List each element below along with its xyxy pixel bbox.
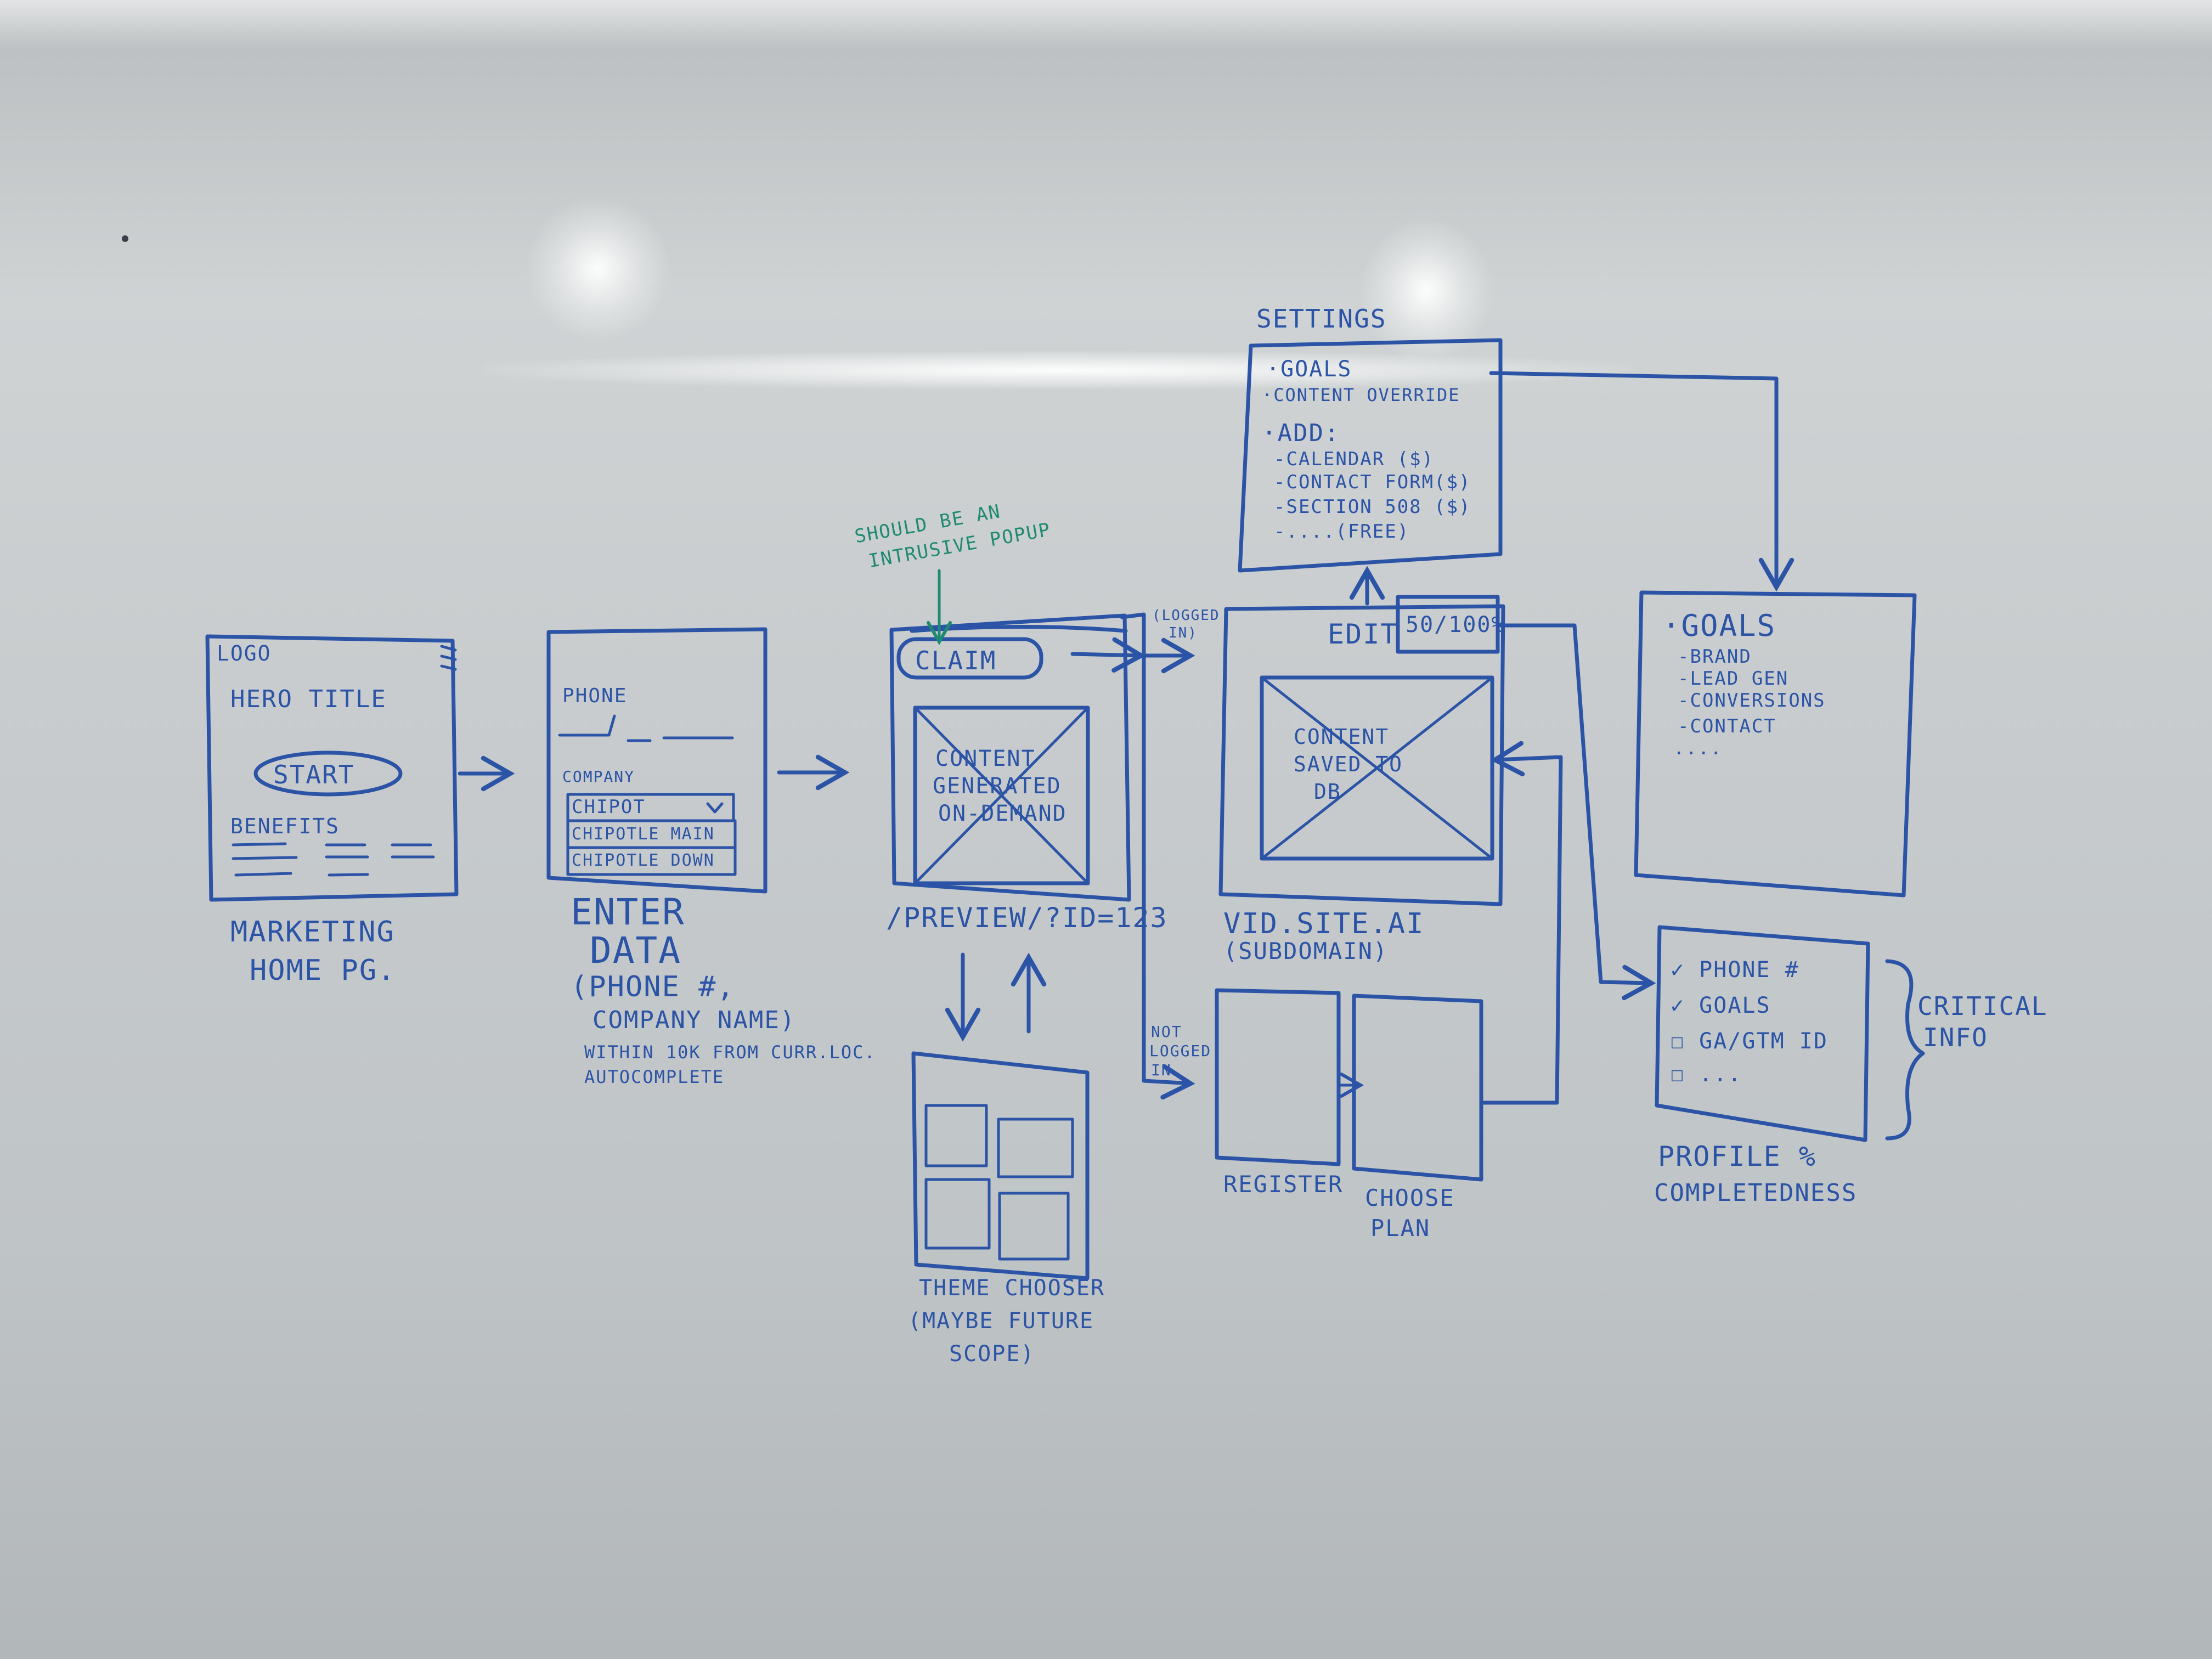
profile-wireframe (1655, 925, 1925, 1142)
goals-more: .... (1673, 737, 1723, 759)
arrow-not-logged-in (1120, 612, 1195, 1100)
edit-label: EDIT (1328, 618, 1398, 650)
phone-label: PHONE (562, 685, 628, 707)
enter-data-caption-4: COMPANY NAME) (592, 1006, 796, 1034)
goals-lead-gen: -LEAD GEN (1678, 668, 1789, 690)
site-content-1: CONTENT (1294, 725, 1390, 749)
logo-label: LOGO (217, 641, 272, 665)
top-reflection (0, 0, 2212, 49)
critical-info-brace (1885, 959, 1925, 1141)
marketing-caption-2: HOME PG. (250, 954, 396, 987)
goals-title: ·GOALS (1662, 608, 1776, 643)
critical-info-label-1: CRITICAL (1917, 991, 2048, 1021)
register-wireframe (1215, 988, 1341, 1166)
settings-contact-form: -CONTACT FORM($) (1274, 471, 1471, 493)
site-content-2: SAVED TO (1294, 752, 1403, 776)
settings-free: -....(FREE) (1274, 521, 1410, 543)
claim-label: CLAIM (915, 646, 997, 675)
not-logged-in-label-3: IN (1151, 1061, 1172, 1079)
theme-chooser-caption-2: (MAYBE FUTURE (908, 1308, 1094, 1334)
company-option-1: CHIPOTLE MAIN (572, 825, 715, 844)
arrow-plan-to-site (1479, 741, 1563, 1105)
profile-item-phone: ✓ PHONE # (1671, 957, 1799, 983)
settings-title: SETTINGS (1256, 304, 1387, 334)
theme-chooser-wireframe (911, 1051, 1090, 1280)
company-dropdown-value: CHIPOT (572, 796, 646, 818)
profile-item-ga-gtm: ☐ GA/GTM ID (1671, 1029, 1828, 1054)
marketing-home-wireframe (205, 634, 459, 902)
settings-section-508: -SECTION 508 ($) (1274, 496, 1471, 518)
site-caption-2: (SUBDOMAIN) (1223, 938, 1389, 964)
goals-brand: -BRAND (1678, 646, 1752, 668)
goals-panel-wireframe (1634, 590, 1917, 898)
light-reflection-band (483, 351, 1635, 390)
profile-item-goals: ✓ GOALS (1671, 993, 1771, 1018)
start-button-sketch (253, 751, 403, 797)
goals-contact: -CONTACT (1678, 715, 1776, 737)
profile-progress-value: 50/100% (1406, 612, 1506, 637)
not-logged-in-label-1: NOT (1151, 1023, 1182, 1041)
enter-data-caption-1: ENTER (571, 891, 685, 933)
benefits-label: BENEFITS (230, 814, 340, 838)
settings-calendar: -CALENDAR ($) (1274, 448, 1435, 470)
enter-data-caption-2: DATA (590, 929, 681, 972)
site-caption-1: VID.SITE.AI (1223, 907, 1425, 940)
preview-content-1: CONTENT (935, 746, 1036, 771)
settings-goals: ·GOALS (1266, 357, 1352, 382)
register-caption: REGISTER (1223, 1171, 1344, 1198)
enter-data-wireframe (546, 627, 768, 894)
preview-content-3: ON-DEMAND (938, 801, 1067, 826)
profile-caption-1: PROFILE % (1658, 1141, 1816, 1172)
marker-dot (122, 235, 128, 242)
goals-conversions: -CONVERSIONS (1678, 690, 1826, 712)
settings-add: ·ADD: (1262, 419, 1340, 447)
progress-box (1396, 595, 1500, 654)
profile-caption-2: COMPLETEDNESS (1654, 1179, 1858, 1207)
profile-item-more: ☐ ... (1671, 1062, 1742, 1087)
choose-plan-caption-2: PLAN (1370, 1215, 1431, 1242)
enter-data-caption-6: AUTOCOMPLETE (584, 1066, 725, 1087)
company-option-2: CHIPOTLE DOWN (572, 851, 715, 870)
arrow-progress-to-profile (1498, 623, 1656, 1001)
settings-wireframe (1238, 338, 1503, 573)
marketing-caption-1: MARKETING (230, 916, 395, 949)
choose-plan-wireframe (1352, 994, 1483, 1182)
preview-wireframe (889, 613, 1131, 902)
theme-chooser-caption-3: SCOPE) (949, 1341, 1035, 1367)
enter-data-caption-5: WITHIN 10K FROM CURR.LOC. (584, 1042, 876, 1063)
start-label: START (273, 760, 355, 789)
theme-chooser-caption-1: THEME CHOOSER (919, 1276, 1105, 1301)
hero-title-label: HERO TITLE (230, 685, 387, 713)
enter-data-caption-3: (PHONE #, (571, 970, 735, 1003)
preview-content-2: GENERATED (933, 774, 1062, 799)
company-label: COMPANY (562, 768, 635, 786)
logged-in-label-1: (LOGGED (1152, 607, 1220, 624)
arrow-claim-out (1070, 637, 1146, 673)
choose-plan-caption-1: CHOOSE (1365, 1184, 1455, 1211)
settings-content-override: ·CONTENT OVERRIDE (1262, 385, 1460, 405)
arrow-settings-to-goals (1489, 371, 1795, 592)
critical-info-label-2: INFO (1923, 1023, 1988, 1052)
not-logged-in-label-2: LOGGED (1149, 1042, 1212, 1060)
site-content-3: DB (1314, 780, 1341, 804)
preview-url-caption: /PREVIEW/?ID=123 (886, 902, 1168, 934)
logged-in-label-2: IN) (1169, 625, 1198, 641)
claim-button-sketch (896, 637, 1043, 680)
